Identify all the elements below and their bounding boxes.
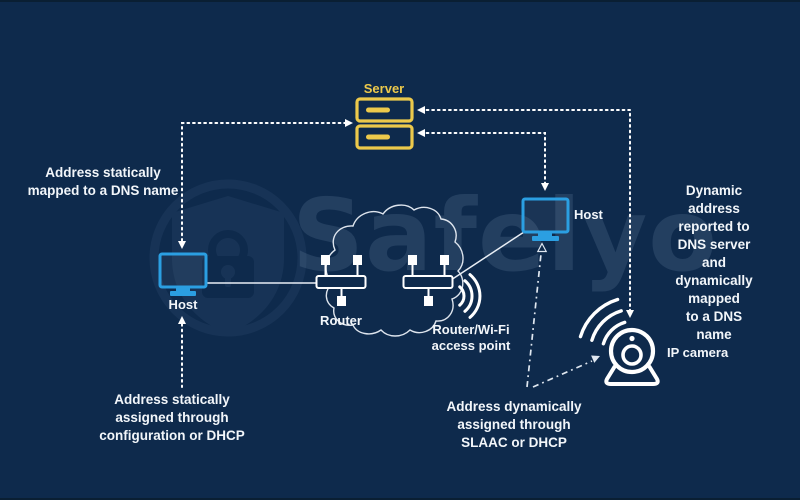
- arrowhead-into-server-top: [417, 106, 425, 114]
- network-cloud-shape: [325, 204, 464, 337]
- wifi-access-point-icon: [402, 255, 454, 306]
- link-note-camera-dashdot: [532, 360, 593, 388]
- link-hostleft-server-dashed: [181, 122, 347, 245]
- arrowhead-to-camera: [591, 355, 600, 363]
- arrowhead-into-hostleft: [178, 241, 186, 249]
- note-static-dns-mapping: Address statically mapped to a DNS name: [27, 165, 179, 198]
- link-note-hostright-dashdot: [526, 253, 542, 388]
- server-icon: [355, 97, 414, 150]
- note-static-assignment: Address statically assigned through conf…: [99, 392, 245, 443]
- server-label: Server: [363, 81, 405, 96]
- arrowhead-into-server-left: [345, 119, 353, 127]
- bottom-edge-line: [0, 498, 800, 500]
- host-left-icon: [158, 252, 208, 296]
- host-right-label: Host: [574, 207, 603, 222]
- router-label: Router: [320, 313, 362, 328]
- arrowhead-into-server-bottom: [417, 129, 425, 137]
- open-arrowhead-up-hostright: [536, 242, 548, 253]
- access-point-label: Router/Wi-Fi access point: [431, 322, 511, 354]
- ip-camera-label: IP camera: [667, 345, 729, 360]
- link-ap-hostright-solid: [450, 231, 525, 281]
- host-right-icon: [521, 197, 570, 241]
- arrowhead-up-into-hostleft: [178, 316, 186, 324]
- note-dynamic-assignment: Address dynamically assigned through SLA…: [446, 399, 582, 450]
- link-hostright-server-dashed: [420, 132, 546, 186]
- router-icon: [315, 255, 367, 306]
- ip-camera-icon: [604, 327, 660, 386]
- host-left-label: Host: [168, 297, 198, 312]
- link-camera-server-dashed: [420, 109, 631, 313]
- arrowhead-down-into-hostright: [541, 183, 549, 191]
- top-edge-line: [0, 0, 800, 2]
- ap-wifi-waves-icon: [458, 273, 482, 319]
- note-dynamic-dns-mapping: Dynamic address reported to DNS server a…: [675, 183, 753, 342]
- camera-wifi-waves-icon: [578, 297, 627, 346]
- arrowhead-down-to-camera: [626, 310, 634, 318]
